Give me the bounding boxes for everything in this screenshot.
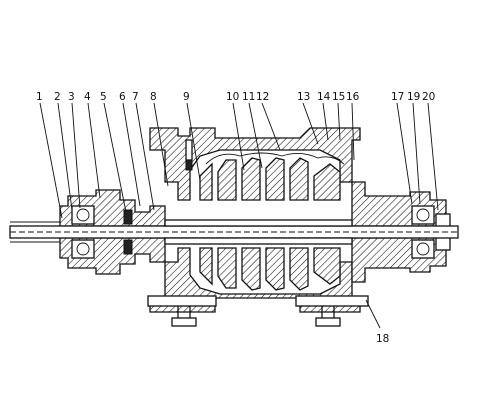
- part-label-16: 16: [346, 91, 360, 103]
- part-label-10: 10: [226, 91, 239, 103]
- base-feet: [147, 295, 369, 327]
- part-label-14: 14: [317, 91, 331, 103]
- leader-lines: [39, 102, 439, 329]
- part-label-13: 13: [297, 91, 310, 103]
- part-label-7: 7: [132, 91, 139, 103]
- part-label-18: 18: [376, 333, 389, 345]
- part-label-17: 17: [391, 91, 404, 103]
- part-label-12: 12: [256, 91, 269, 103]
- part-label-6: 6: [119, 91, 126, 103]
- part-label-4: 4: [84, 91, 91, 103]
- part-label-1: 1: [36, 91, 43, 103]
- part-label-15: 15: [332, 91, 345, 103]
- part-labels: 1 2 3 4 5 6 7 8 9 10 11 12 13 14 15 16 1…: [36, 91, 435, 345]
- part-label-11: 11: [242, 91, 255, 103]
- part-label-2: 2: [54, 91, 61, 103]
- left-bearing-housing: [59, 189, 166, 275]
- part-label-9: 9: [183, 91, 190, 103]
- impeller-stages-upper: [199, 152, 345, 201]
- part-label-8: 8: [150, 91, 157, 103]
- part-label-19: 19: [407, 91, 420, 103]
- part-label-5: 5: [100, 91, 107, 103]
- part-label-3: 3: [68, 91, 75, 103]
- part-label-20: 20: [422, 91, 435, 103]
- right-bearing-housing: [351, 181, 451, 283]
- impeller-stages-lower: [199, 247, 341, 291]
- pump-shaft: [9, 219, 459, 245]
- casing-upper: [149, 127, 361, 201]
